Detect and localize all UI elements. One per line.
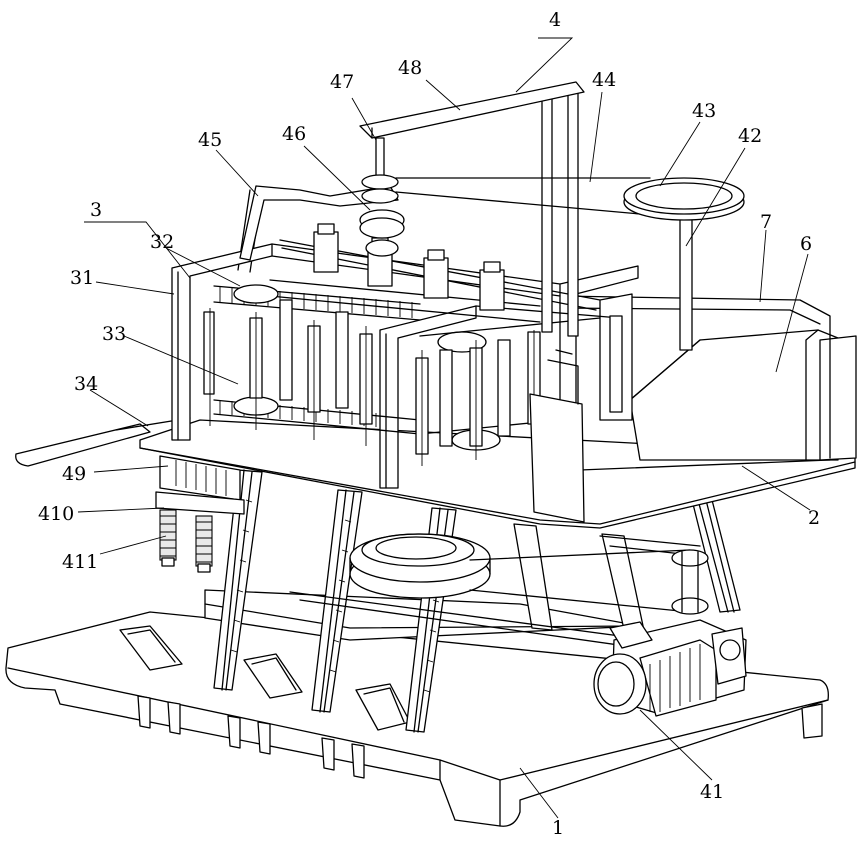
label-49: 49 xyxy=(62,463,86,485)
label-47: 47 xyxy=(330,71,354,93)
label-33: 33 xyxy=(102,323,126,345)
label-410: 410 xyxy=(38,503,74,525)
label-45: 45 xyxy=(198,129,222,151)
label-41: 41 xyxy=(700,781,724,803)
label-3: 3 xyxy=(90,199,102,221)
label-46: 46 xyxy=(282,123,306,145)
label-42: 42 xyxy=(738,125,762,147)
turntable xyxy=(350,534,490,598)
label-6: 6 xyxy=(800,233,812,255)
label-43: 43 xyxy=(692,100,716,122)
label-48: 48 xyxy=(398,57,422,79)
label-32: 32 xyxy=(150,231,174,253)
label-4: 4 xyxy=(549,9,561,31)
label-411: 411 xyxy=(62,551,98,573)
label-34: 34 xyxy=(74,373,98,395)
label-2: 2 xyxy=(808,507,820,529)
label-1: 1 xyxy=(552,817,564,839)
label-31: 31 xyxy=(70,267,94,289)
label-7: 7 xyxy=(760,211,772,233)
label-44: 44 xyxy=(592,69,616,91)
